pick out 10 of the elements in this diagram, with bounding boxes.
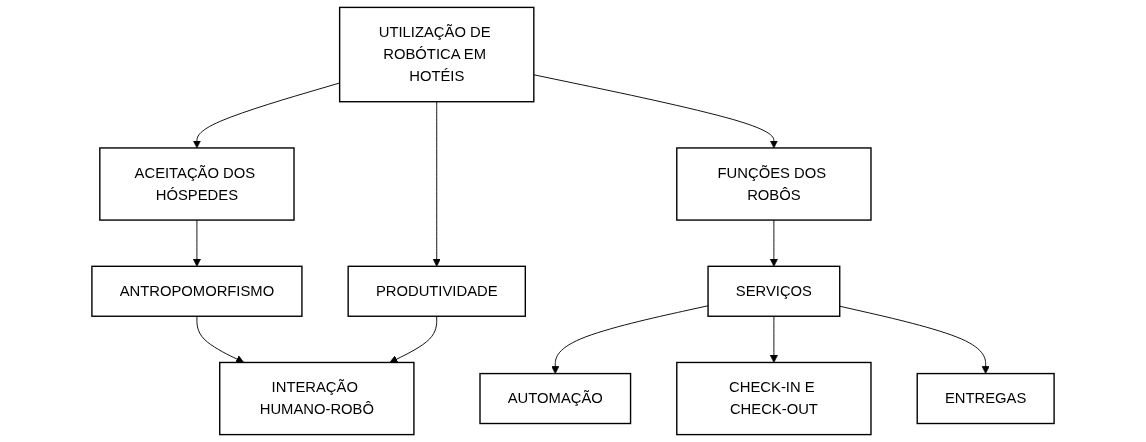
node-box: FUNÇÕES DOS ROBÔS (676, 147, 872, 221)
node-box: ANTROPOMORFISMO (91, 265, 303, 317)
node-box: INTERAÇÃO HUMANO-ROBÔ (219, 361, 415, 436)
node-box: ENTREGAS (916, 372, 1055, 425)
node-box: CHECK-IN E CHECK-OUT (676, 361, 872, 436)
node-box: UTILIZAÇÃO DE ROBÓTICA EM HOTÉIS (338, 6, 535, 103)
node-box: ACEITAÇÃO DOS HÓSPEDES (99, 147, 295, 221)
node-box: SERVIÇOS (707, 265, 841, 317)
node-box: PRODUTIVIDADE (347, 265, 526, 317)
node-box: AUTOMAÇÃO (479, 372, 632, 425)
